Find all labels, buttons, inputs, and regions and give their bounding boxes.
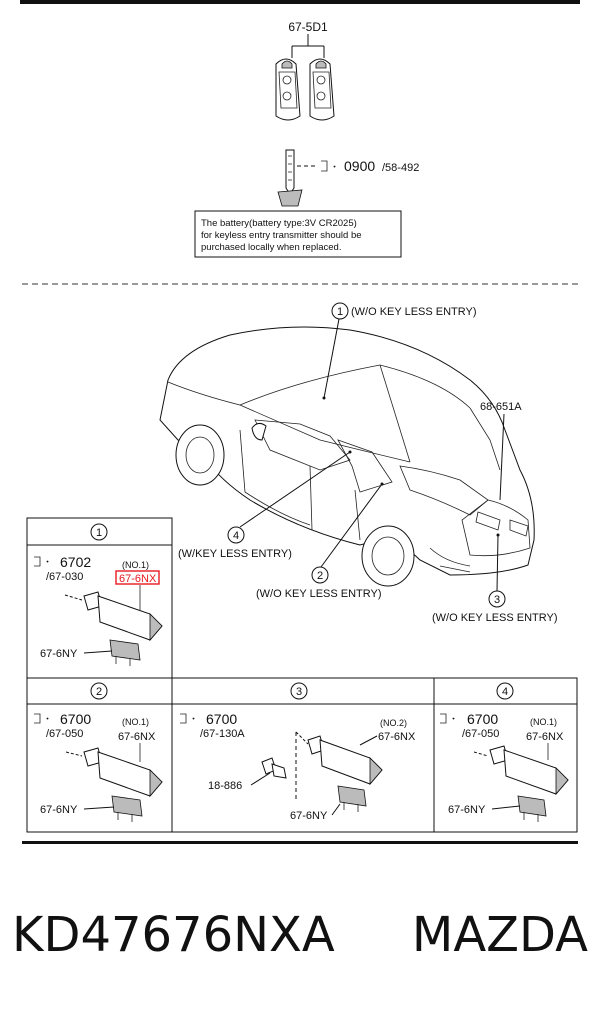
detail-box-4: 4 ・ 6700 /67-050 (NO.1) 67-6NX 67-6NY — [440, 682, 569, 822]
battery-note-box — [194, 210, 402, 258]
remote-key-right — [309, 58, 335, 121]
svg-text:6702: 6702 — [60, 554, 91, 570]
part-number: KD47676NXA — [12, 907, 335, 963]
detail-box-1: 1 ・ 6702 /67-030 (NO.1) 67-6NX 67-6NY — [26, 517, 173, 679]
svg-text:(W/O KEY LESS ENTRY): (W/O KEY LESS ENTRY) — [256, 588, 382, 600]
bottom-row-frame — [26, 677, 578, 833]
detail-box-3: 3 ・ 6700 /67-130A (NO.2) 67-6NX 18-886 6… — [180, 682, 416, 822]
box1-number: 1 — [96, 527, 102, 539]
svg-text:(W/O KEY LESS ENTRY): (W/O KEY LESS ENTRY) — [351, 306, 477, 318]
remote-leader — [291, 34, 325, 58]
svg-text:(W/O KEY LESS ENTRY): (W/O KEY LESS ENTRY) — [432, 612, 558, 624]
callout-4: 4 (W/KEY LESS ENTRY) — [178, 451, 351, 560]
svg-text:・: ・ — [330, 162, 339, 172]
remote-code-label: 67-5D1 — [288, 20, 328, 34]
svg-text:6700: 6700 — [467, 711, 498, 727]
svg-text:18-886: 18-886 — [208, 780, 242, 792]
svg-text:(NO.2): (NO.2) — [380, 718, 407, 728]
svg-text:67-6NX: 67-6NX — [378, 731, 416, 743]
car-illustration — [159, 326, 535, 587]
box1-clip — [109, 639, 141, 666]
mechanical-key — [277, 149, 303, 207]
svg-text:6700: 6700 — [60, 711, 91, 727]
svg-text:67-6NX: 67-6NX — [118, 731, 156, 743]
bottom-border — [22, 841, 578, 844]
detail-box-2: 2 ・ 6700 /67-050 (NO.1) 67-6NX 67-6NY — [34, 682, 163, 822]
svg-text:・: ・ — [449, 714, 458, 724]
svg-text:3: 3 — [296, 686, 302, 698]
callout-3: 3 (W/O KEY LESS ENTRY) — [432, 534, 558, 624]
svg-text:1: 1 — [337, 306, 343, 318]
callout-2: 2 (W/O KEY LESS ENTRY) — [256, 483, 383, 600]
callout-68-651A: 68-651A — [480, 401, 522, 501]
battery-note-line-1: The battery(battery type:3V CR2025) — [201, 218, 357, 229]
svg-text:4: 4 — [502, 686, 508, 698]
svg-text:3: 3 — [494, 594, 500, 606]
box1-lock-cylinder — [64, 591, 163, 642]
svg-text:4: 4 — [233, 530, 239, 542]
svg-text:(NO.1): (NO.1) — [530, 717, 557, 727]
battery-note-line-3: purchased locally when replaced. — [201, 242, 341, 253]
svg-text:(W/KEY LESS ENTRY): (W/KEY LESS ENTRY) — [178, 548, 292, 560]
battery-note-line-2: for keyless entry transmitter should be — [201, 230, 362, 241]
svg-text:67-6NY: 67-6NY — [40, 804, 78, 816]
svg-text:/67-130A: /67-130A — [200, 728, 245, 740]
svg-text:67-6NY: 67-6NY — [290, 810, 328, 822]
svg-text:/67-050: /67-050 — [46, 728, 83, 740]
svg-text:・: ・ — [189, 714, 198, 724]
svg-text:68-651A: 68-651A — [480, 401, 522, 413]
svg-text:(NO.1): (NO.1) — [122, 717, 149, 727]
svg-text:6700: 6700 — [206, 711, 237, 727]
box1-code-label: ・ 6702 /67-030 — [34, 554, 91, 583]
box1-highlight-code: 67-6NX — [119, 573, 157, 585]
box1-no-label: (NO.1) — [122, 560, 149, 570]
svg-text:/58-492: /58-492 — [382, 162, 419, 174]
svg-text:/67-050: /67-050 — [462, 728, 499, 740]
svg-text:67-6NY: 67-6NY — [448, 804, 486, 816]
svg-text:2: 2 — [317, 570, 323, 582]
box1-clip-code: 67-6NY — [40, 648, 78, 660]
svg-text:/67-030: /67-030 — [46, 571, 83, 583]
top-border — [20, 0, 580, 4]
svg-text:0900: 0900 — [344, 158, 375, 174]
remote-keys-group: 67-5D1 ・ 0900 /58-492 — [194, 20, 419, 258]
key-code-label: ・ 0900 /58-492 — [321, 158, 419, 174]
svg-text:67-6NX: 67-6NX — [526, 731, 564, 743]
svg-text:・: ・ — [43, 714, 52, 724]
svg-text:2: 2 — [96, 686, 102, 698]
remote-key-left — [275, 58, 301, 121]
callout-1: 1 (W/O KEY LESS ENTRY) — [323, 302, 477, 399]
svg-text:・: ・ — [43, 557, 52, 567]
box1-highlight-frame — [115, 570, 160, 585]
brand-name: MAZDA — [412, 907, 588, 963]
